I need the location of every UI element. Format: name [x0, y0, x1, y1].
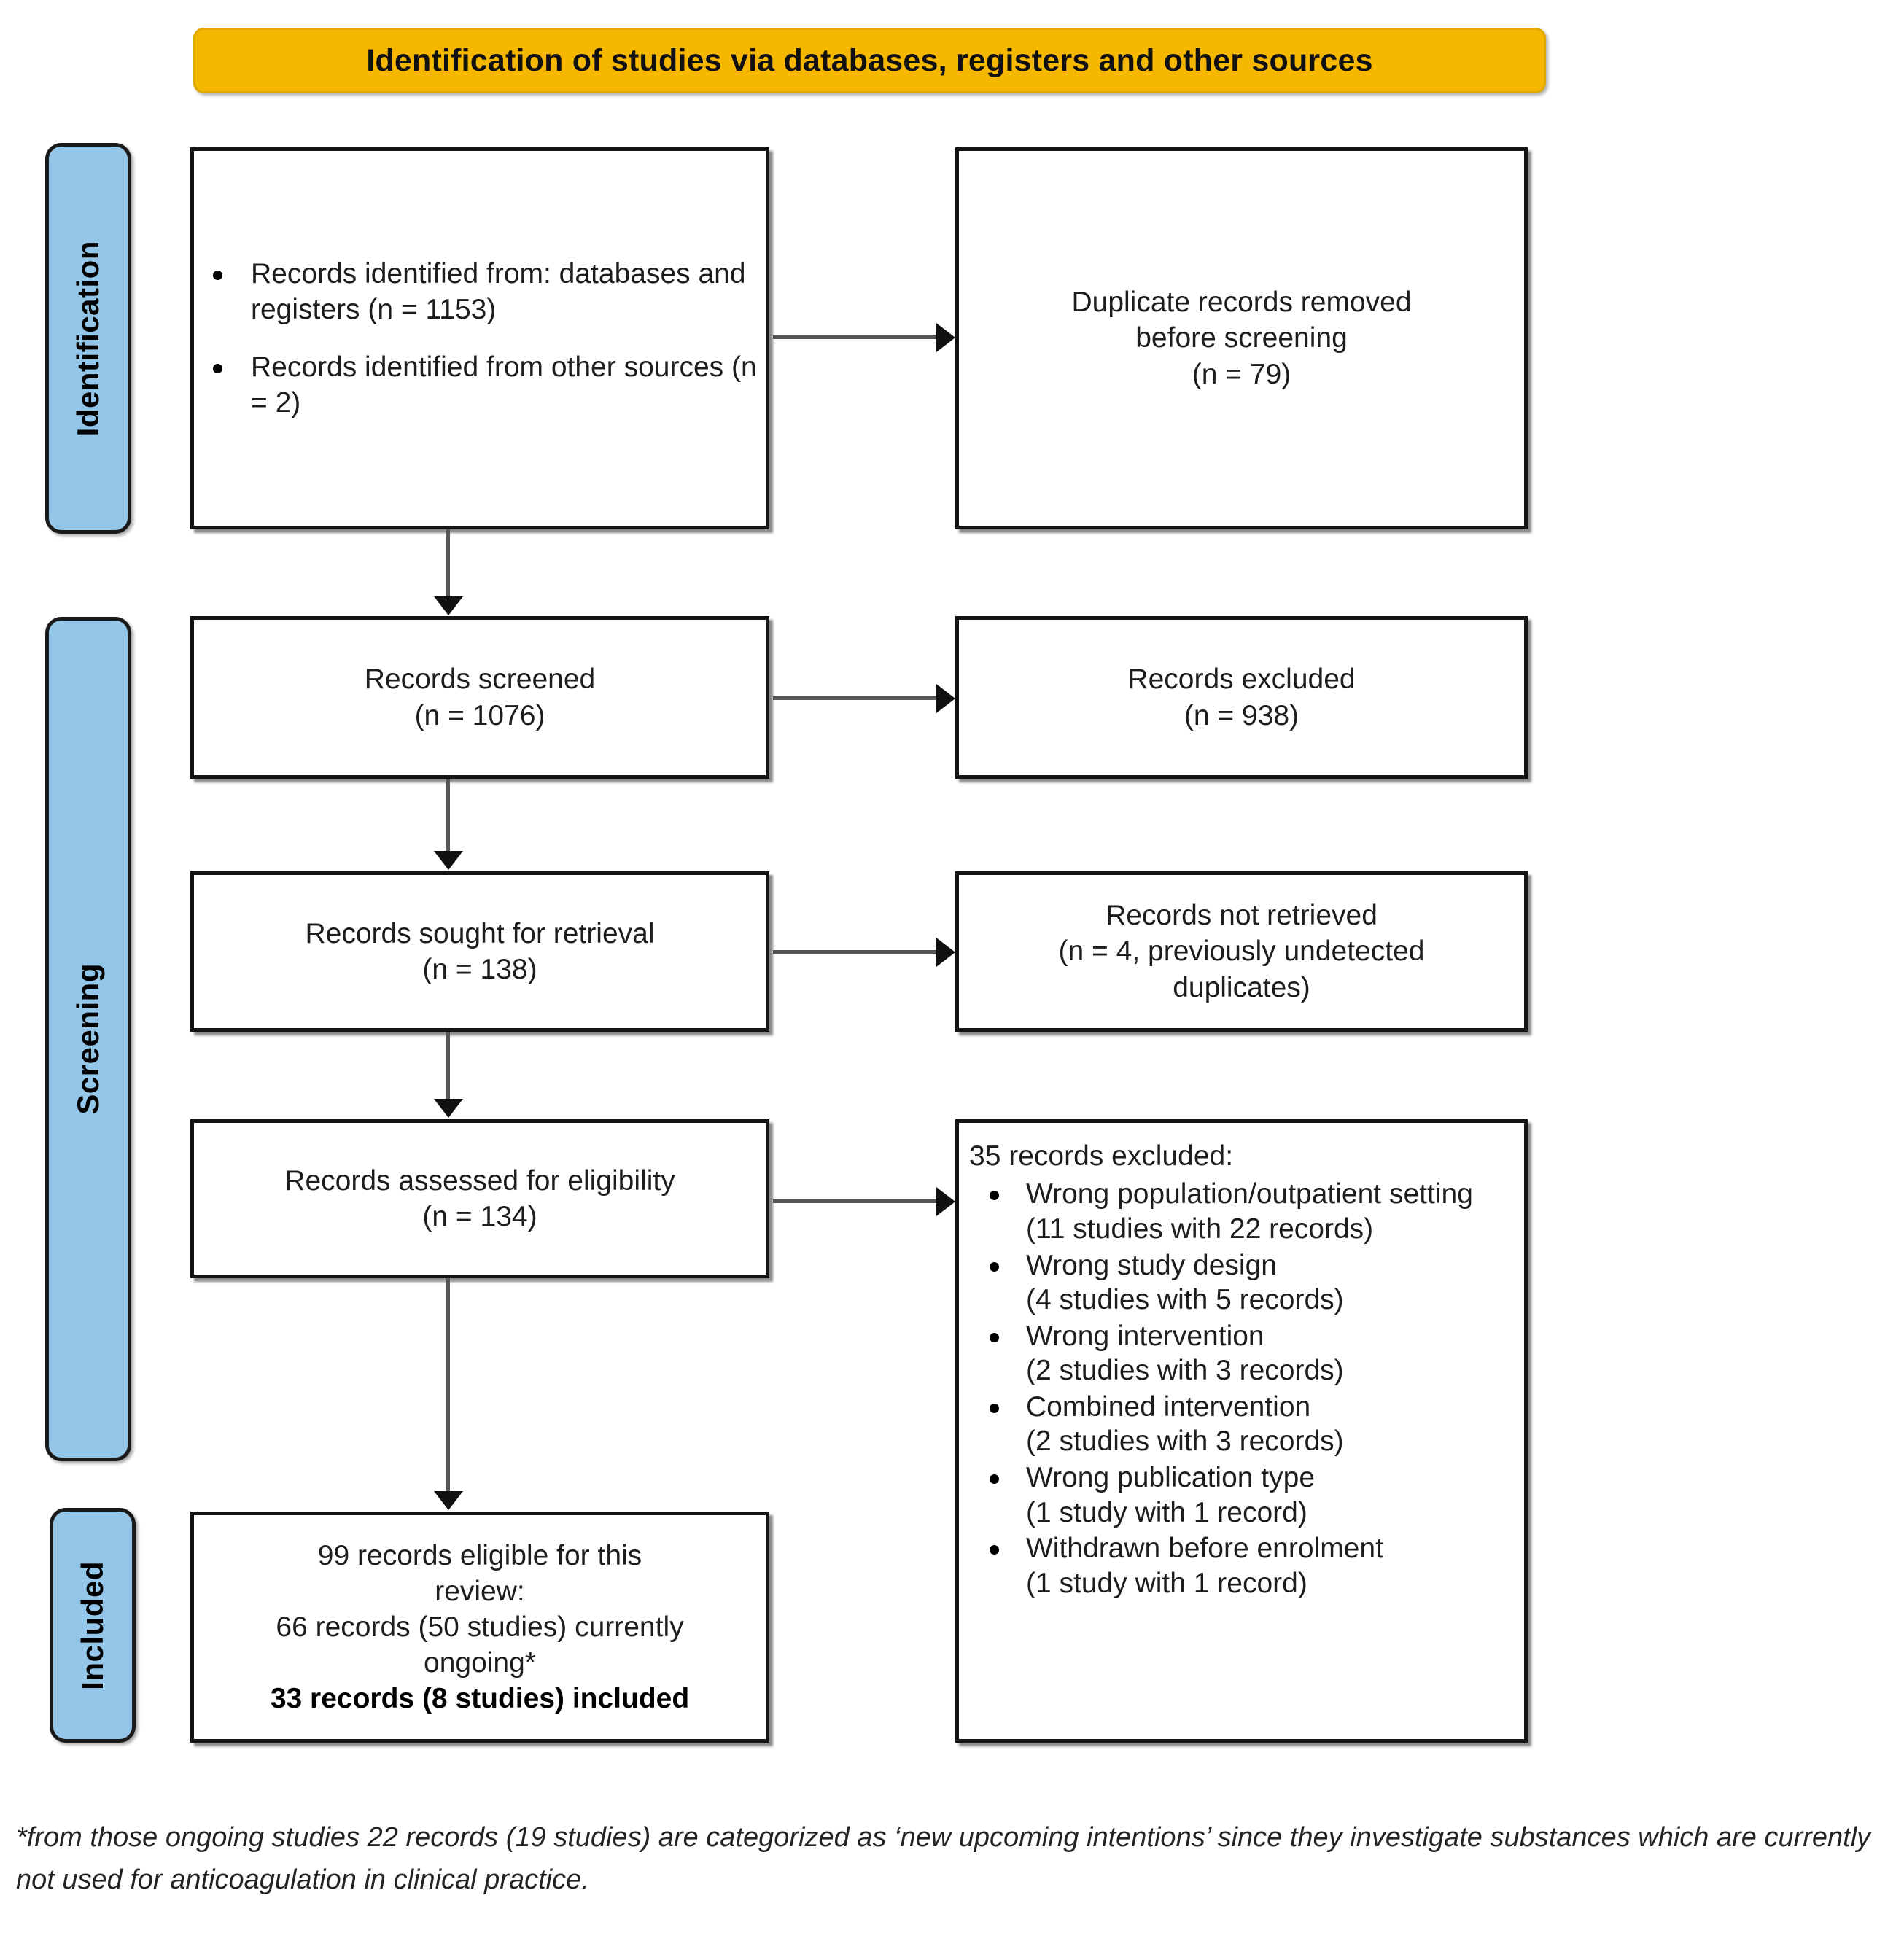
- assessed-count: (n = 134): [422, 1201, 537, 1232]
- list-item: Records identified from other sources (n…: [194, 349, 766, 421]
- excluded-label: Records excluded: [1127, 664, 1356, 696]
- excluded-reasons-list: Wrong population/outpatient setting (11 …: [959, 1177, 1524, 1602]
- sought-count: (n = 138): [422, 954, 537, 985]
- screened-count: (n = 1076): [414, 699, 545, 731]
- reason-count: (2 studies with 3 records): [1026, 1355, 1344, 1387]
- arrow-right-sought-to-not-retrieved: [773, 950, 938, 954]
- reason-count: (1 study with 1 record): [1026, 1496, 1307, 1528]
- stage-tab-included: Included: [50, 1508, 136, 1743]
- reason-label: Wrong population/outpatient setting: [1026, 1178, 1473, 1210]
- included-line-1: 99 records eligible for this: [317, 1539, 642, 1571]
- box-records-assessed-for-eligibility: Records assessed for eligibility (n = 13…: [190, 1119, 769, 1278]
- list-item: Wrong publication type (1 study with 1 r…: [959, 1460, 1524, 1530]
- not-retrieved-count-cont: duplicates): [1173, 971, 1310, 1003]
- arrow-down-sought-to-assessed: [446, 1032, 450, 1102]
- assessed-label: Records assessed for eligibility: [284, 1164, 675, 1197]
- not-retrieved-count: (n = 4, previously undetected: [1058, 936, 1425, 968]
- reason-count: (4 studies with 5 records): [1026, 1284, 1344, 1316]
- reason-label: Withdrawn before enrolment: [1026, 1533, 1383, 1565]
- box-records-identified: Records identified from: databases and r…: [190, 147, 769, 529]
- reason-label: Wrong intervention: [1026, 1320, 1264, 1352]
- included-line-5: 33 records (8 studies) included: [270, 1683, 690, 1715]
- excluded-count: (n = 938): [1184, 699, 1299, 731]
- arrow-right-screened-to-excluded: [773, 696, 938, 700]
- stage-tab-identification: Identification: [45, 143, 131, 534]
- reason-label: Wrong study design: [1026, 1249, 1277, 1281]
- stage-tab-screening: Screening: [45, 617, 131, 1461]
- list-item: Combined intervention (2 studies with 3 …: [959, 1390, 1524, 1459]
- reason-label: Combined intervention: [1026, 1390, 1311, 1423]
- included-line-4: ongoing*: [424, 1647, 536, 1679]
- box-duplicate-records-removed: Duplicate records removed before screeni…: [955, 147, 1528, 529]
- box-records-excluded: Records excluded (n = 938): [955, 616, 1528, 779]
- box-records-included: 99 records eligible for this review: 66 …: [190, 1512, 769, 1743]
- reason-label: Wrong publication type: [1026, 1461, 1316, 1493]
- screened-label: Records screened: [364, 664, 596, 696]
- arrow-down-identified-to-screened: [446, 529, 450, 599]
- duplicates-line-1: Duplicate records removed: [1071, 287, 1412, 319]
- records-identified-list: Records identified from: databases and r…: [194, 256, 766, 421]
- list-item: Wrong study design (4 studies with 5 rec…: [959, 1248, 1524, 1318]
- stage-tab-included-label: Included: [75, 1560, 109, 1690]
- arrow-down-assessed-to-included: [446, 1278, 450, 1494]
- box-records-screened: Records screened (n = 1076): [190, 616, 769, 779]
- included-line-3: 66 records (50 studies) currently: [276, 1611, 684, 1643]
- arrow-right-assessed-to-excluded-detail: [773, 1199, 938, 1203]
- box-records-not-retrieved: Records not retrieved (n = 4, previously…: [955, 871, 1528, 1032]
- stage-tab-identification-label: Identification: [71, 240, 105, 437]
- reason-count: (2 studies with 3 records): [1026, 1425, 1344, 1458]
- included-line-2: review:: [435, 1575, 525, 1607]
- list-item: Wrong intervention (2 studies with 3 rec…: [959, 1319, 1524, 1388]
- reason-count: (1 study with 1 record): [1026, 1567, 1307, 1599]
- footnote: *from those ongoing studies 22 records (…: [16, 1822, 1871, 1895]
- arrow-down-screened-to-sought: [446, 779, 450, 854]
- list-item: Wrong population/outpatient setting (11 …: [959, 1177, 1524, 1246]
- sought-label: Records sought for retrieval: [305, 917, 655, 949]
- list-item: Records identified from: databases and r…: [194, 256, 766, 327]
- not-retrieved-label: Records not retrieved: [1106, 900, 1378, 932]
- excluded-detail-heading: 35 records excluded:: [969, 1140, 1234, 1172]
- duplicates-count: (n = 79): [1192, 358, 1291, 390]
- reason-count: (11 studies with 22 records): [1026, 1213, 1374, 1245]
- arrow-right-identified-to-duplicates: [773, 335, 938, 339]
- stage-tab-screening-label: Screening: [71, 963, 105, 1115]
- page-title: Identification of studies via databases,…: [366, 42, 1373, 78]
- box-records-sought-for-retrieval: Records sought for retrieval (n = 138): [190, 871, 769, 1032]
- duplicates-line-2: before screening: [1135, 322, 1348, 354]
- box-records-excluded-detail: 35 records excluded: Wrong population/ou…: [955, 1119, 1528, 1743]
- diagram-header-banner: Identification of studies via databases,…: [193, 28, 1546, 93]
- list-item: Withdrawn before enrolment (1 study with…: [959, 1531, 1524, 1600]
